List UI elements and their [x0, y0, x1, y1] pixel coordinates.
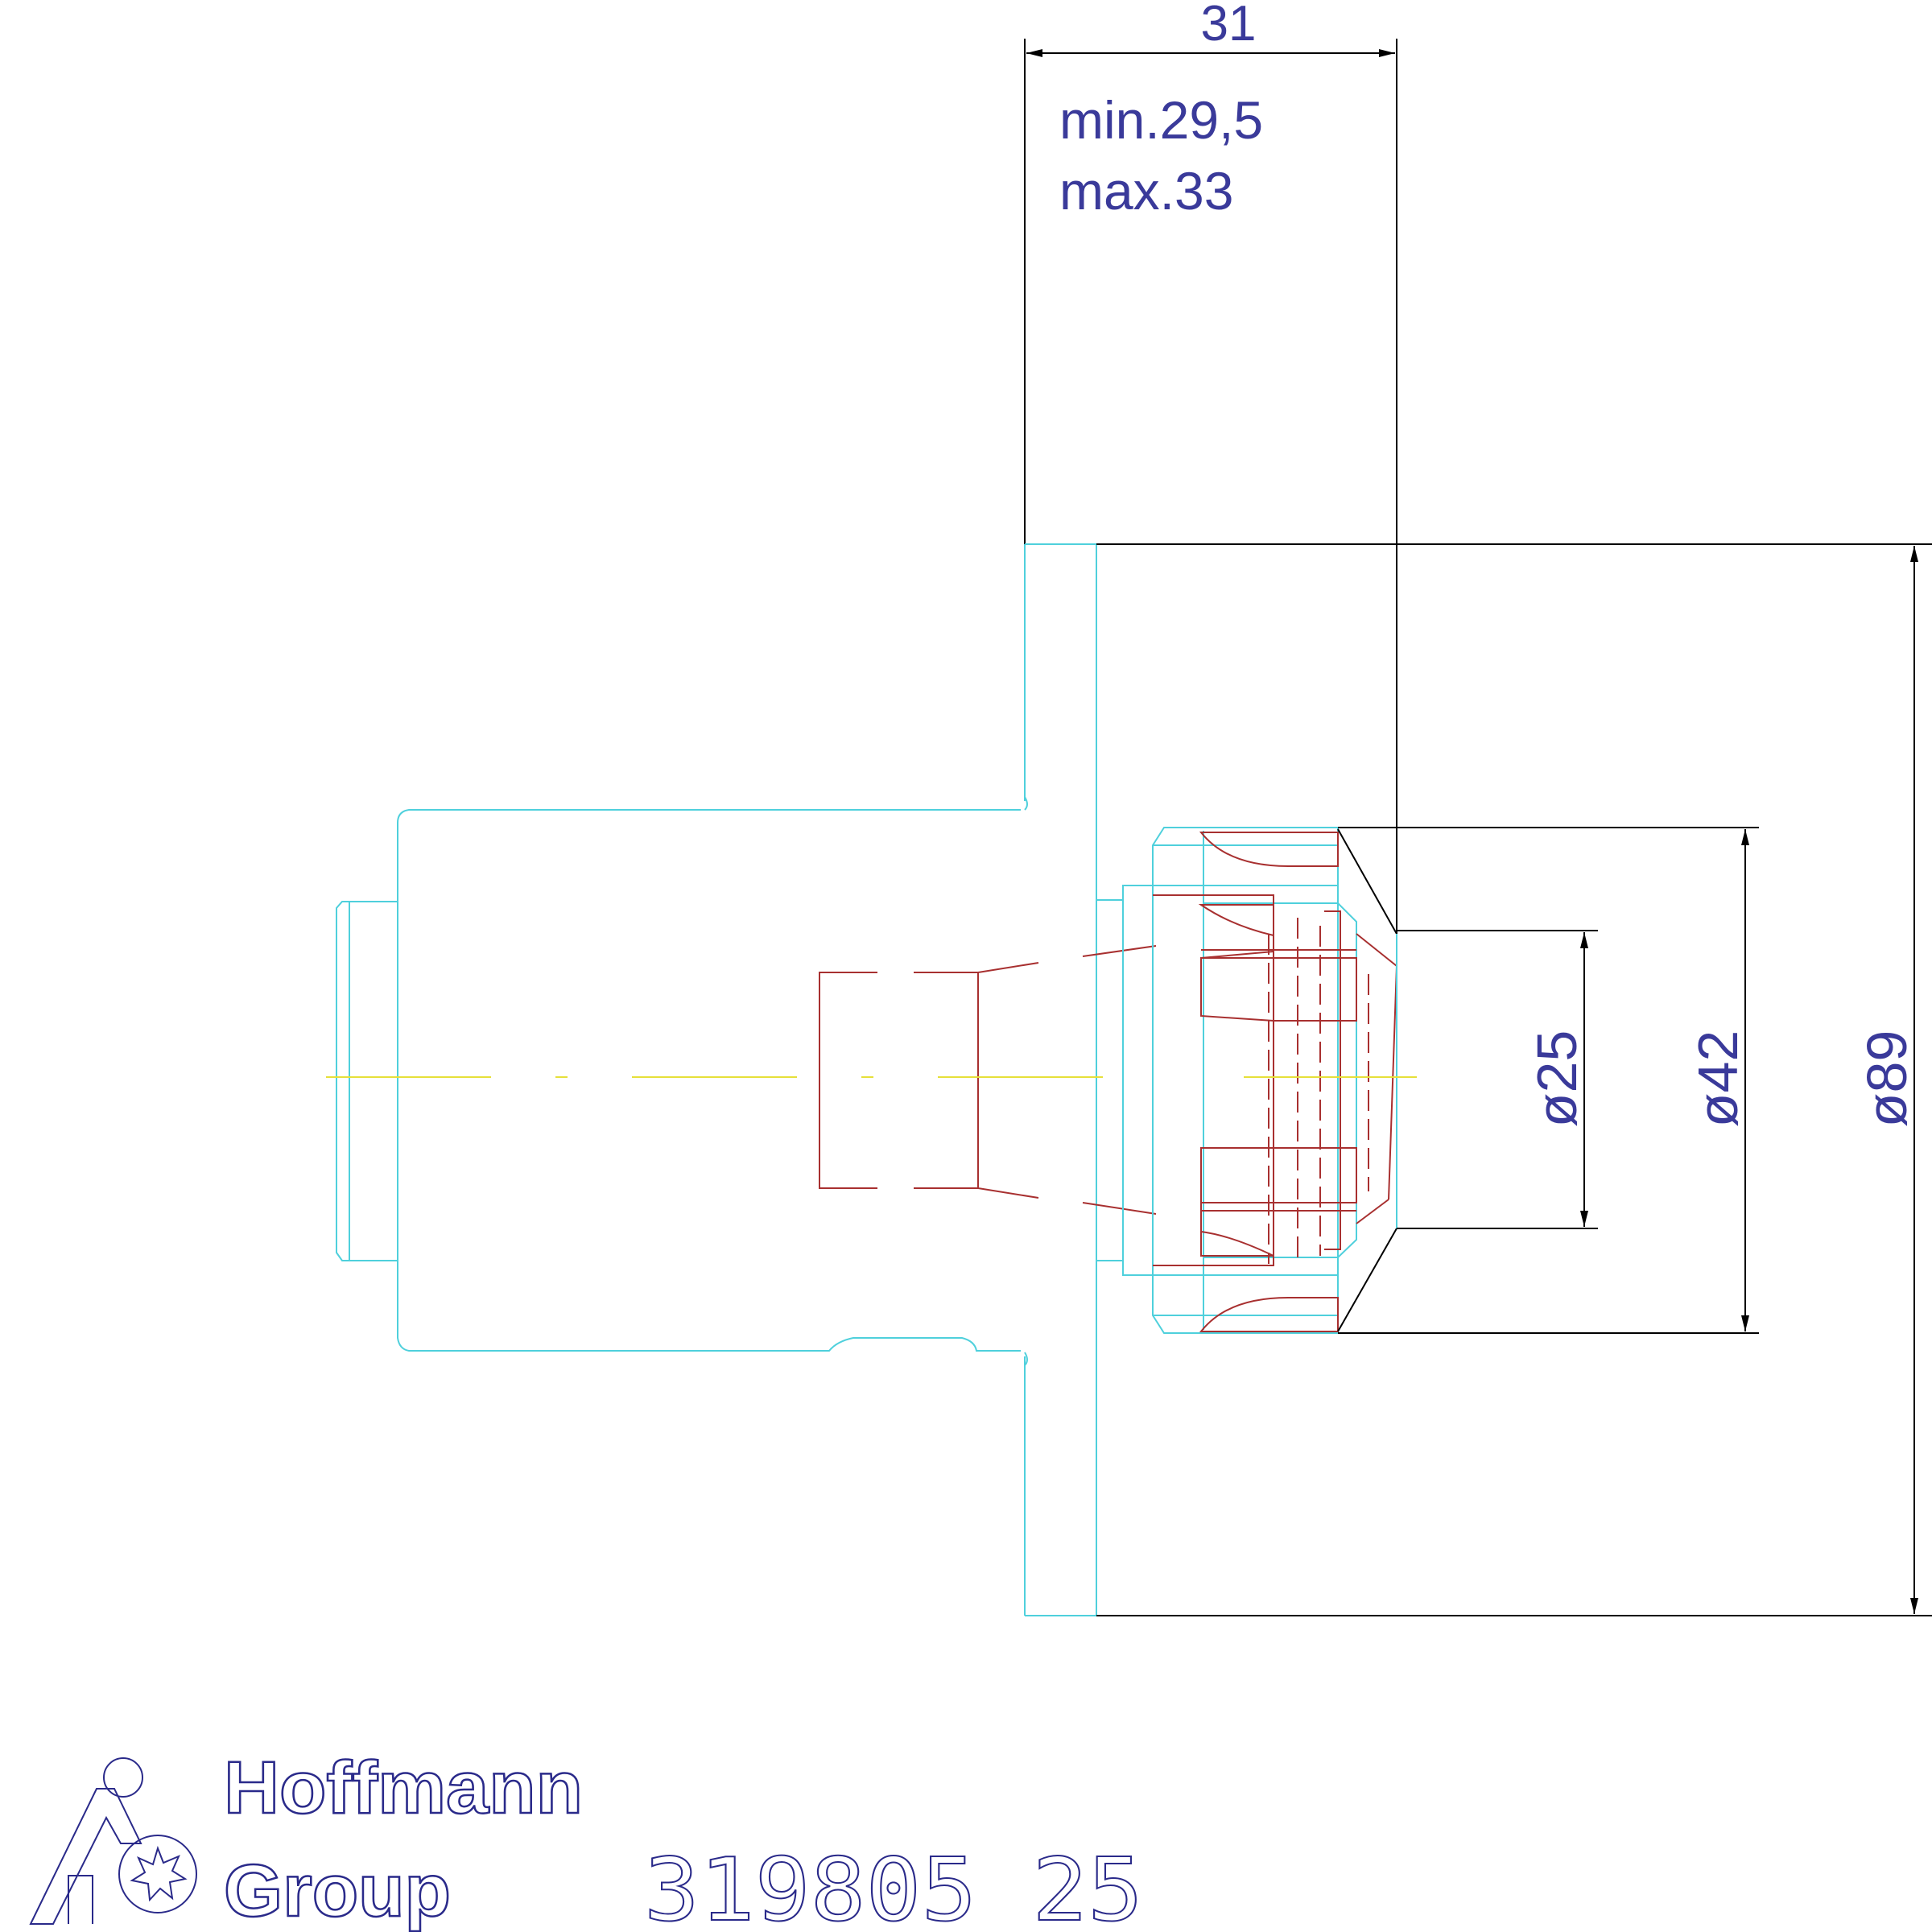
dim-31-label: 31: [1201, 0, 1257, 52]
shank-outline: [336, 809, 1021, 1352]
hoffmann-logo: Hoffmann Group: [29, 1746, 584, 1932]
dimension-31: 31 min.29,5 max.33: [1024, 0, 1397, 934]
logo-head-icon: [103, 1757, 143, 1798]
logo-mark-icon: [29, 1788, 142, 1925]
logo-text-line2: Group: [224, 1850, 451, 1932]
cutter-teeth: [1153, 832, 1397, 1332]
dim-max-label: max.33: [1059, 161, 1233, 221]
dimension-d42: ø42: [1338, 827, 1759, 1334]
dim-d42-label: ø42: [1686, 1030, 1749, 1128]
dimension-d89: ø89: [1096, 543, 1932, 1616]
dim-d89-label: ø89: [1856, 1030, 1918, 1128]
article-number: 319805 25: [644, 1840, 1143, 1932]
dim-d25-label: ø25: [1525, 1030, 1588, 1128]
logo-star-circle-icon: [118, 1835, 197, 1913]
cutter-head-outline: [1096, 827, 1357, 1334]
dimension-d25: ø25: [1397, 930, 1598, 1229]
logo-text-line1: Hoffmann: [224, 1747, 583, 1829]
hidden-bore: [819, 945, 1157, 1215]
dim-min-label: min.29,5: [1059, 90, 1263, 150]
logo-star-icon: [130, 1845, 188, 1902]
head-chamfer: [1337, 828, 1397, 1332]
flange-outline: [1024, 543, 1097, 1616]
